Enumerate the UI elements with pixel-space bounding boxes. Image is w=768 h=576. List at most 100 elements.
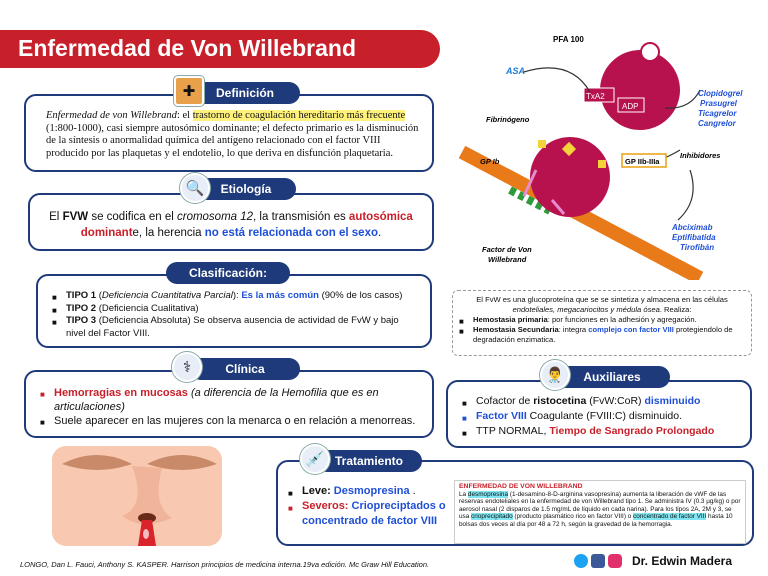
definicion-highlight: trastorno de coagulación hereditario más… <box>192 110 406 121</box>
nosebleed-illustration <box>52 446 222 546</box>
hemostasia-secundaria: Hemostasia Secundaria <box>473 325 559 334</box>
fvw-intro-cells: endoteliales, megacariocitos y médula ós… <box>512 305 660 314</box>
excerpt-text2: (1-desamino-8-D-arginina vasopresina) au… <box>459 490 741 521</box>
tipo2-desc: (Deficiencia Cualitativa) <box>96 302 199 314</box>
tratamiento-header-label: Tratamiento <box>334 454 403 468</box>
clasificacion-box: TIPO 1 (Deficiencia Cuantitativa Parcial… <box>36 274 432 348</box>
tipo3-desc: (Deficiencia Absoluta) Se observa ausenc… <box>66 315 399 339</box>
clopi-arrow <box>664 89 701 109</box>
prasu-label: Prasugrel <box>700 99 738 108</box>
syringe-icon: 💉 <box>300 444 330 474</box>
gpib-link <box>550 199 566 215</box>
definicion-text: : el <box>176 110 193 121</box>
definicion-box: Enfermedad de von Willebrand: el trastor… <box>24 94 434 172</box>
hemostasia-secundaria-end: protegiendolo de degradación enzimatica. <box>473 325 733 344</box>
clinica-hemofilia: (a diferencia de la Hemofilia que es en … <box>54 387 379 413</box>
definicion-header: Definición <box>190 82 300 104</box>
reference: LONGO, Dan L. Fauci, Anthony S. KASPER. … <box>20 560 430 569</box>
excerpt-title: ENFERMEDAD DE VON WILLEBRAND <box>459 483 583 490</box>
definicion-header-label: Definición <box>215 86 274 100</box>
adp-box <box>617 97 645 113</box>
etiologia-cromosoma: cromosoma 12 <box>176 211 254 223</box>
clinica-box: Hemorragias en mucosas (a diferencia de … <box>24 370 434 438</box>
tipo1-colon: ): <box>232 290 242 301</box>
harrison-excerpt: ENFERMEDAD DE VON WILLEBRAND La desmopre… <box>454 480 746 544</box>
etiologia-box: El FVW se codifica en el cromosoma 12, l… <box>28 193 434 251</box>
instagram-icon[interactable] <box>608 554 622 568</box>
fibrinogen-bridge <box>561 141 577 157</box>
right-eye <box>147 455 217 470</box>
excerpt-text4: hasta 10 bolsas dos veces al día por 48 … <box>459 513 733 528</box>
severos-value: Criopreciptados o concentrado de factor … <box>302 500 446 527</box>
blood-shine <box>143 529 149 539</box>
leve-value: Desmopresina <box>333 485 410 497</box>
facebook-icon[interactable] <box>591 554 605 568</box>
severos-label: Severos: <box>302 500 352 512</box>
clasificacion-item: TIPO 1 (Deficiencia Cuantitativa Parcial… <box>52 290 420 304</box>
auxiliares-item: Cofactor de ristocetina (FvW:CoR) dismin… <box>462 394 740 411</box>
epti-label: Eptifibatida <box>672 233 716 242</box>
fvw-intro-realiza: . Realiza: <box>659 305 692 314</box>
adp-label: ADP <box>622 102 638 111</box>
nose <box>122 466 172 525</box>
inhibitor-arrow-2 <box>677 169 694 221</box>
etiologia-dot: . <box>378 227 382 239</box>
aux-disminuido: disminuido <box>644 395 701 407</box>
clinica-item: Suele aparecer en las mujeres con la men… <box>40 414 422 430</box>
hemostasia-complejo: complejo con factor VIII <box>588 325 674 334</box>
auxiliares-header-label: Auxiliares <box>583 370 641 384</box>
tipo1-comun: Es la más común <box>241 290 319 301</box>
platelet-lower <box>530 137 610 217</box>
etiologia-fvw: FVW <box>62 211 89 223</box>
fvw-intro-line2: endoteliales, megacariocitos y médula ós… <box>459 305 745 315</box>
tipo1-pct: (90% de los casos) <box>318 290 403 301</box>
auxiliares-item: Factor VIII Coagulante (FVIII:C) disminu… <box>462 409 740 426</box>
excerpt-text3: (producto plasmático rico en factor VIII… <box>512 513 634 521</box>
clasificacion-header: Clasificación: <box>166 262 290 284</box>
asa-label: ASA <box>505 66 525 76</box>
tratamiento-header: Tratamiento <box>316 450 422 472</box>
hemostasia-primaria-desc: : por funciones en la adhesión y agregac… <box>547 315 697 324</box>
fvw-item: Hemostasia primaria: por funciones en la… <box>459 315 745 327</box>
fvw-label-1: Factor de Von <box>482 245 532 254</box>
aux-fvwcor: (FvW:CoR) <box>586 395 645 407</box>
clasificacion-item: TIPO 2 (Deficiencia Cualitativa) <box>52 302 420 317</box>
definicion-term: Enfermedad de von Willebrand <box>46 110 177 121</box>
aux-ttp: TTP NORMAL, <box>476 425 550 437</box>
definicion-text-rest: (1:800-1000), casi siempre autosómico do… <box>46 122 419 159</box>
etiologia-sexo: no está relacionada con el sexo <box>204 227 378 239</box>
cang-label: Cangrelor <box>698 119 737 128</box>
asa-arrow <box>523 67 591 93</box>
clinica-item: Hemorragias en mucosas (a diferencia de … <box>40 386 422 414</box>
microscope-icon: 🔍 <box>180 173 210 203</box>
fvw-intro: El FvW es una glucoproteína que se se si… <box>459 295 745 305</box>
clopi-label: Clopidogrel <box>698 89 743 98</box>
clinica-hemorragias: Hemorragias en mucosas <box>54 387 188 399</box>
etiologia-text3: , la transmisión es <box>253 211 349 223</box>
auxiliares-item: TTP NORMAL, Tiempo de Sangrado Prolongad… <box>462 424 740 441</box>
stethoscope-icon: ⚕ <box>172 352 202 382</box>
gpiib-box <box>621 153 667 168</box>
etiologia-text4: e, la herencia <box>132 227 205 239</box>
auxiliares-box: Cofactor de ristocetina (FvW:CoR) dismin… <box>446 380 752 448</box>
clasificacion-header-label: Clasificación: <box>188 266 268 280</box>
page-title: Enfermedad de Von Willebrand <box>0 30 440 68</box>
aux-factor8-desc: Coagulante (FVIII:C) disminuido. <box>526 410 682 422</box>
tica-label: Ticagrelor <box>698 109 737 118</box>
skin-background <box>52 446 222 546</box>
pfa-label: PFA 100 <box>553 35 584 44</box>
hemostasia-secundaria-desc: : integra <box>558 325 589 334</box>
vwf-strand <box>508 186 552 215</box>
tipo1-desc: Deficiencia Cuantitativa Parcial <box>101 290 233 301</box>
twitter-icon[interactable] <box>574 554 588 568</box>
tratamiento-box: Leve: Desmopresina . Severos: Crioprecip… <box>276 460 754 546</box>
excerpt-concentrado: concentrado de factor VIII <box>633 513 707 521</box>
aux-factor8: Factor VIII <box>476 410 527 422</box>
social-icons <box>574 554 622 568</box>
leve-label: Leve: <box>302 485 334 497</box>
txa2-box <box>583 87 615 103</box>
etiologia-header: Etiología <box>196 178 296 200</box>
left-eye <box>62 455 132 470</box>
clipboard-icon: ✚ <box>174 76 204 106</box>
gp-receptor-2 <box>598 160 606 168</box>
